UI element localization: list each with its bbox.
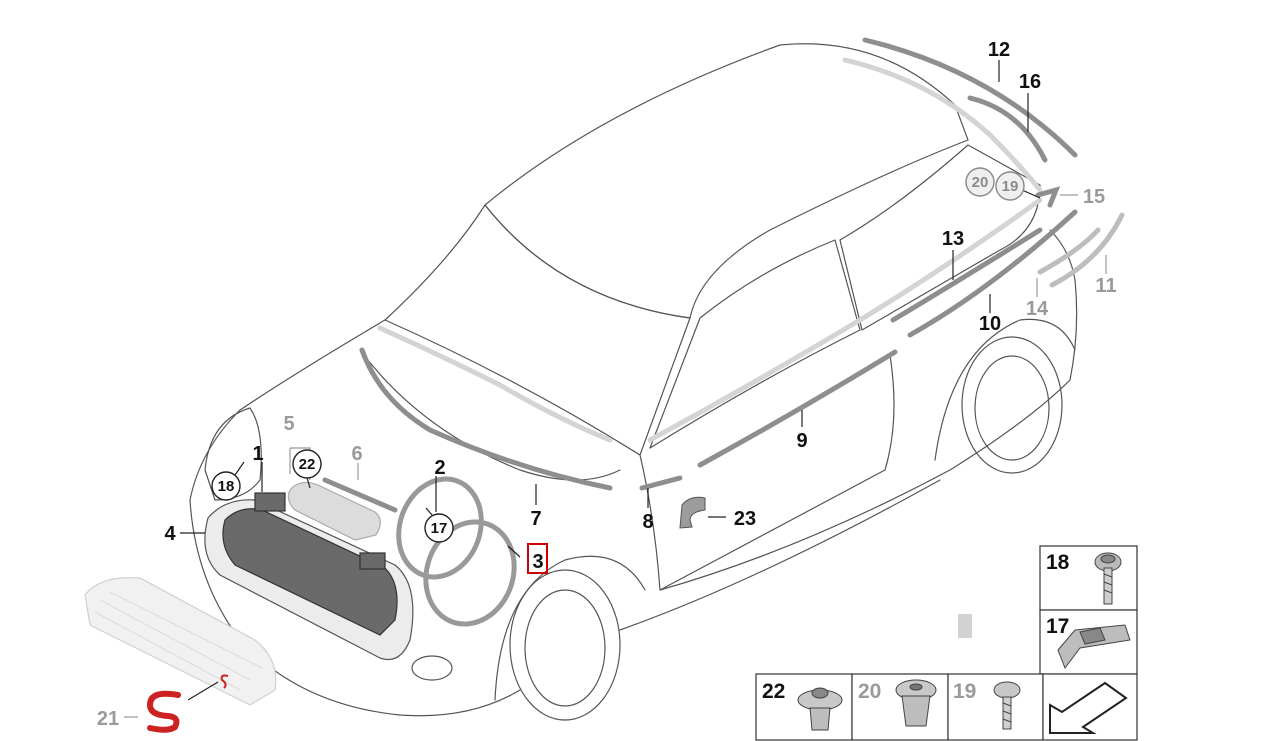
parts-cell-19[interactable]: 19	[947, 673, 1044, 741]
svg-text:20: 20	[858, 680, 881, 703]
car-body-outline	[189, 43, 1078, 721]
circled-ref-19[interactable]: 19	[995, 171, 1025, 201]
leader-lines	[124, 60, 1107, 718]
parts-cell-17[interactable]: 17	[1039, 609, 1138, 675]
callout-11[interactable]: 11	[1095, 275, 1116, 297]
headlight-ring-inner[interactable]	[412, 509, 528, 636]
parts-cell-18[interactable]: 18	[1039, 545, 1138, 611]
callout-23[interactable]: 23	[734, 508, 756, 530]
callout-4[interactable]: 4	[164, 523, 176, 545]
callout-6[interactable]: 6	[351, 443, 362, 465]
lower-mesh-grille[interactable]	[84, 577, 277, 706]
callout-3-highlight	[527, 543, 548, 574]
callout-16[interactable]: 16	[1019, 71, 1041, 93]
callout-15[interactable]: 15	[1083, 186, 1105, 208]
circled-ref-20[interactable]: 20	[965, 167, 995, 197]
svg-text:18: 18	[218, 478, 235, 495]
arrow-nav-icon	[1049, 681, 1128, 734]
callout-13[interactable]: 13	[942, 228, 964, 250]
callout-labels: 1 2 3 4 5 6 7 8 9 10 11 12 13 14 15 16 2…	[97, 39, 1117, 730]
front-grille[interactable]	[204, 492, 414, 661]
callout-7[interactable]: 7	[530, 508, 541, 530]
svg-text:18: 18	[1046, 551, 1070, 574]
parts-cell-nav[interactable]	[1042, 673, 1138, 741]
trim-strips	[322, 37, 1125, 513]
callout-8[interactable]: 8	[642, 511, 653, 533]
headlight-ring-outer[interactable]	[385, 467, 494, 588]
parts-cell-22[interactable]: 22	[755, 673, 853, 741]
svg-text:19: 19	[1002, 178, 1019, 195]
torx-screw-icon	[1094, 552, 1122, 605]
svg-text:17: 17	[1046, 615, 1069, 638]
callout-10[interactable]: 10	[979, 313, 1001, 335]
s-badge[interactable]	[146, 674, 229, 733]
callout-21[interactable]: 21	[97, 708, 119, 730]
callout-1[interactable]: 1	[252, 443, 263, 465]
roof-frame-trims	[377, 57, 1043, 443]
parts-cell-20[interactable]: 20	[851, 673, 949, 741]
screw-icon	[993, 681, 1021, 730]
callout-5[interactable]: 5	[283, 413, 294, 435]
svg-text:22: 22	[762, 680, 785, 703]
side-scuttle-badge[interactable]	[679, 496, 706, 529]
circled-references: 18 22 17 20 19	[211, 167, 1025, 543]
callout-9[interactable]: 9	[796, 430, 807, 452]
callout-2[interactable]: 2	[434, 457, 445, 479]
svg-text:22: 22	[299, 456, 316, 473]
svg-text:17: 17	[431, 520, 448, 537]
callout-3[interactable]: 3	[532, 551, 543, 573]
clip-nut-icon	[1057, 624, 1131, 670]
plastic-nut-icon	[895, 679, 937, 727]
circled-ref-22[interactable]: 22	[292, 449, 322, 479]
circled-ref-17[interactable]: 17	[424, 513, 454, 543]
circled-ref-18[interactable]: 18	[211, 471, 241, 501]
expanding-rivet-icon	[797, 687, 843, 731]
air-intake-panel[interactable]	[287, 481, 381, 541]
svg-text:19: 19	[953, 680, 976, 703]
callout-14[interactable]: 14	[1026, 298, 1049, 320]
callout-12[interactable]: 12	[988, 39, 1010, 61]
parts-table: 18 17 22	[755, 545, 1138, 741]
svg-text:20: 20	[972, 174, 989, 191]
placeholder-square	[958, 614, 972, 638]
